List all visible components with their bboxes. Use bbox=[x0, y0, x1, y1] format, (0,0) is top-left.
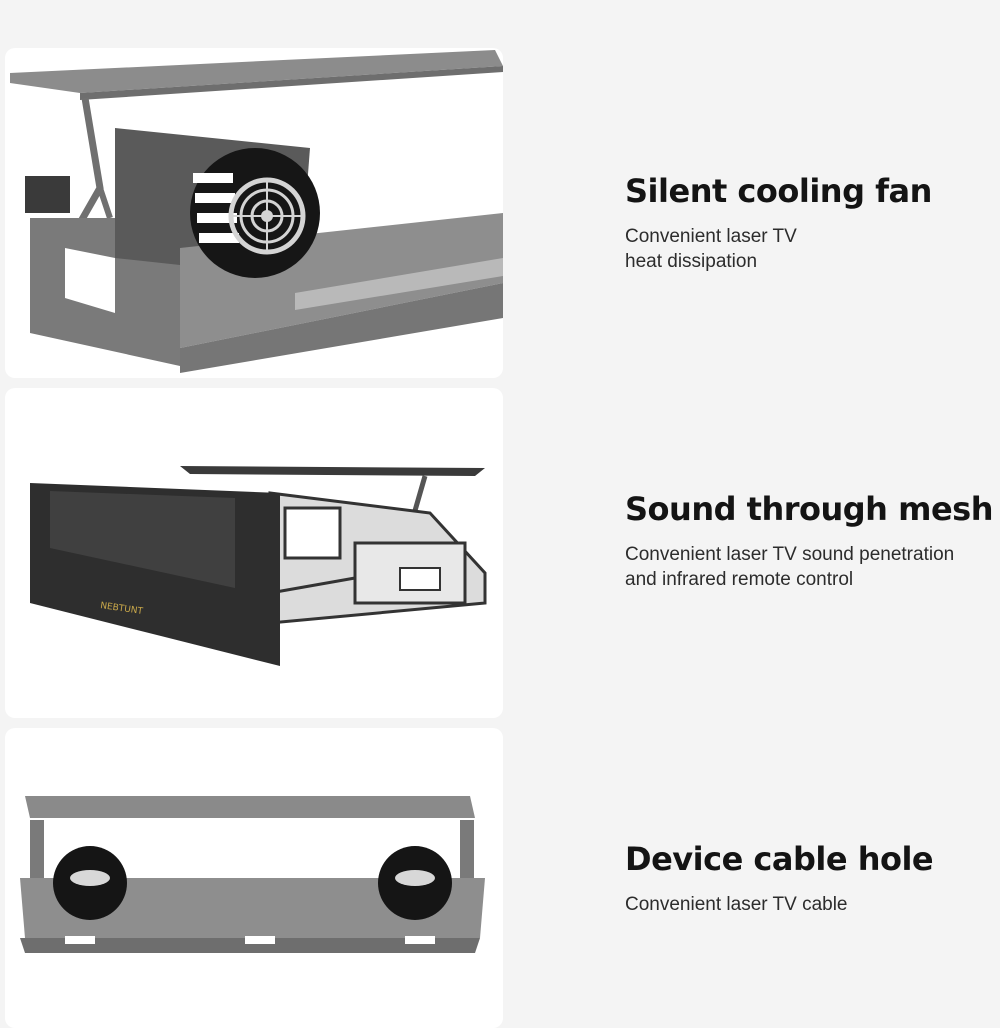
feature-description-line: Convenient laser TV cable bbox=[625, 894, 848, 915]
cable-hole-illustration bbox=[5, 728, 503, 1028]
feature-cooling-fan: Silent cooling fan Convenient laser TV h… bbox=[625, 172, 995, 274]
mesh-panel-drawing: NEBTUNT bbox=[30, 466, 487, 666]
feature-description-line: heat dissipation bbox=[625, 251, 758, 272]
cable-hole-drawing bbox=[20, 796, 485, 953]
mesh-panel-illustration: NEBTUNT bbox=[5, 388, 503, 718]
feature-description: Convenient laser TV cable bbox=[625, 892, 995, 917]
feature-cable-hole: Device cable hole Convenient laser TV ca… bbox=[625, 840, 995, 917]
feature-title: Device cable hole bbox=[625, 840, 934, 878]
feature-description: Convenient laser TV heat dissipation bbox=[625, 224, 995, 274]
cooling-fan-illustration bbox=[5, 48, 503, 378]
feature-description-line: Convenient laser TV sound penetration bbox=[625, 544, 955, 565]
feature-description-line: Convenient laser TV bbox=[625, 226, 797, 247]
feature-description-line: and infrared remote control bbox=[625, 569, 854, 590]
cooling-fan-drawing bbox=[10, 50, 503, 373]
feature-description: Convenient laser TV sound penetration an… bbox=[625, 542, 995, 592]
feature-title: Sound through mesh bbox=[625, 490, 993, 528]
feature-title: Silent cooling fan bbox=[625, 172, 932, 210]
feature-sound-mesh: Sound through mesh Convenient laser TV s… bbox=[625, 490, 995, 592]
